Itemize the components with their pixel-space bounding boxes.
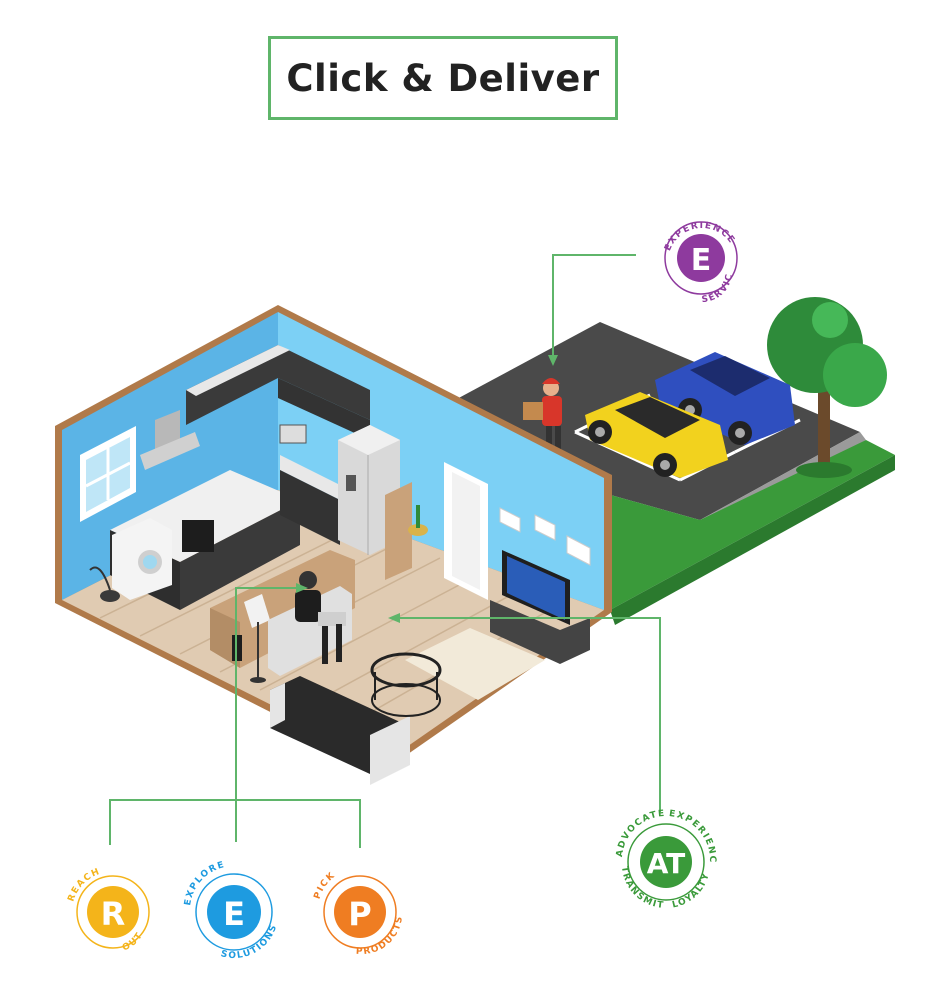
blue-car	[655, 352, 795, 445]
badge-letter: R	[101, 895, 126, 933]
television	[490, 550, 590, 664]
connector-lines	[109, 254, 661, 848]
floor-lamp	[244, 594, 270, 683]
badge-top-label: PICK	[313, 870, 337, 900]
window	[80, 426, 136, 522]
tree	[767, 297, 887, 478]
svg-text:SERVICE: SERVICE	[0, 0, 735, 305]
armchair	[268, 586, 352, 676]
badge-letter: P	[348, 895, 371, 933]
explore-solutions-badge: E EXPLORE SOLUTIONS	[183, 860, 278, 961]
reach-out-badge: R REACH OUT	[66, 867, 150, 953]
badge-letter: AT	[647, 847, 686, 880]
refrigerator	[338, 425, 400, 555]
microwave	[279, 424, 307, 444]
experience-service-badge: E EXPERIENCE SERVICE	[0, 0, 738, 305]
washing-machine	[112, 518, 172, 600]
rug	[405, 628, 545, 700]
svg-text:PICK: PICK	[313, 870, 338, 900]
page-title: Click & Deliver	[286, 56, 600, 100]
oven	[182, 520, 214, 552]
vacuum-cleaner	[89, 566, 120, 602]
title-box: Click & Deliver	[268, 36, 618, 120]
door	[444, 462, 488, 600]
coffee-table	[370, 652, 442, 717]
grass-lawn	[600, 440, 895, 625]
man-with-laptop	[295, 571, 346, 664]
pick-products-badge: P PICK PRODUCTS	[313, 870, 404, 957]
yellow-car	[585, 392, 728, 478]
delivery-person	[523, 378, 562, 462]
upper-cabinets	[186, 345, 370, 440]
house	[55, 305, 612, 785]
bookshelf	[385, 482, 428, 580]
badge-bottom-label: SERVICE	[0, 0, 734, 305]
sofa	[270, 676, 410, 785]
badge-letter: E	[691, 243, 712, 278]
badge-letter: E	[223, 895, 245, 933]
